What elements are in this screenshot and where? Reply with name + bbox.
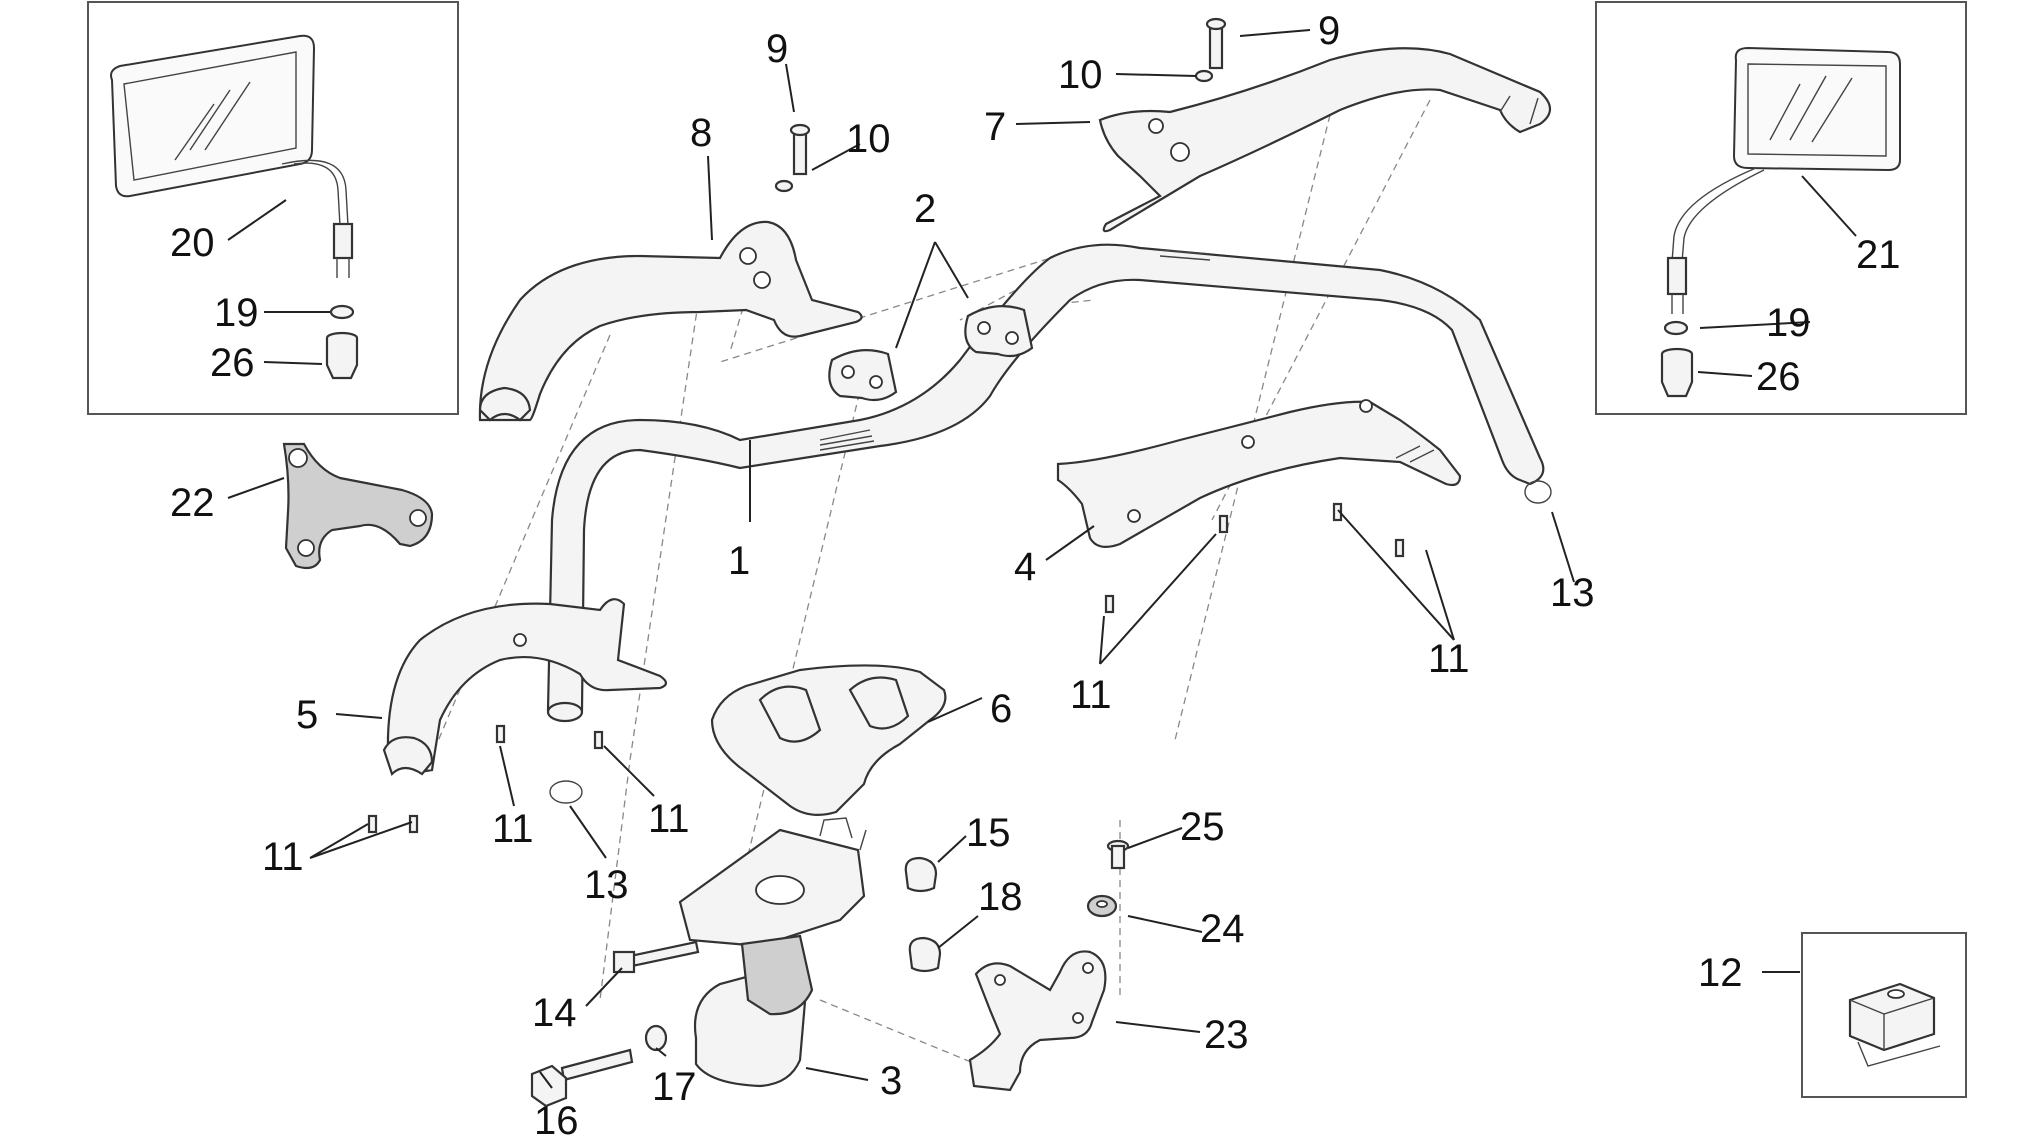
callout-11-middle: 11	[648, 797, 690, 841]
callout-23: 23	[1204, 1013, 1249, 1057]
upper-cover-left	[478, 220, 863, 422]
callout-2: 2	[914, 187, 936, 231]
lower-cover-right	[1056, 399, 1462, 549]
bracket-23	[968, 950, 1107, 1092]
screw-9-left	[789, 123, 811, 176]
screw-25	[1106, 839, 1130, 870]
small-screws-11	[367, 502, 1405, 834]
callout-19-right: 19	[1766, 301, 1811, 345]
bracket-22	[282, 442, 434, 570]
o-ring-13-left	[549, 780, 583, 804]
callout-19-left: 19	[214, 291, 259, 335]
callout-25: 25	[1180, 805, 1225, 849]
callout-3: 3	[880, 1059, 902, 1103]
washer-17	[644, 1024, 668, 1052]
lower-cover-left	[382, 598, 668, 777]
callout-9-right: 9	[1318, 9, 1340, 53]
washer-10-right	[1194, 69, 1214, 83]
callout-9-left: 9	[766, 27, 788, 71]
callout-13-right: 13	[1550, 571, 1595, 615]
callout-4: 4	[1014, 545, 1036, 589]
callout-22: 22	[170, 481, 215, 525]
mirror-box-left	[87, 1, 459, 415]
nut-24	[1086, 894, 1118, 918]
callout-20: 20	[170, 221, 215, 265]
callout-labels: 1 2 3 4 5 6 7 8 9 9 10 10 11 11 11 11 11…	[170, 9, 1901, 1138]
switch-housing	[710, 664, 947, 817]
mirror-box-right	[1595, 1, 1967, 415]
washer-10-left	[774, 179, 794, 193]
clamp-left	[828, 349, 898, 402]
riser-base	[678, 817, 867, 1088]
clamp-right	[964, 305, 1034, 358]
clip-nut-box	[1801, 932, 1967, 1098]
callout-5: 5	[296, 693, 318, 737]
callout-26-right: 26	[1756, 355, 1801, 399]
mirror-left	[110, 34, 354, 278]
bolt-16	[530, 1048, 634, 1108]
callout-8: 8	[690, 111, 712, 155]
bushing-18	[908, 936, 942, 973]
callout-14: 14	[532, 991, 577, 1035]
callout-17: 17	[652, 1065, 697, 1109]
callout-24: 24	[1200, 907, 1245, 951]
screw-9-right	[1205, 17, 1227, 70]
callout-11-middle-left: 11	[492, 807, 534, 851]
bolt-14	[612, 940, 700, 974]
callout-10-left: 10	[846, 117, 891, 161]
mirror-right	[1666, 46, 1901, 314]
callout-7: 7	[984, 105, 1006, 149]
cap-26-left	[325, 331, 359, 380]
callout-21: 21	[1856, 233, 1901, 277]
callout-12: 12	[1698, 951, 1743, 995]
callout-1: 1	[728, 539, 750, 583]
o-ring-13-right	[1524, 480, 1552, 504]
callout-18: 18	[978, 875, 1023, 919]
callout-13-left: 13	[584, 863, 629, 907]
callout-6: 6	[990, 687, 1012, 731]
callout-10-right: 10	[1058, 53, 1103, 97]
handlebar-tube	[546, 243, 1545, 723]
washer-19-right	[1663, 320, 1689, 336]
callout-26-left: 26	[210, 341, 255, 385]
callout-11-bottom-left: 11	[262, 835, 304, 879]
callout-11-center-right: 11	[1070, 673, 1112, 717]
cap-26-right	[1660, 347, 1694, 398]
callout-15: 15	[966, 811, 1011, 855]
leader-lines	[227, 29, 1857, 1089]
upper-cover-right	[1098, 47, 1552, 233]
bushing-15	[904, 856, 938, 893]
callout-16: 16	[534, 1099, 579, 1138]
washer-19-left	[329, 304, 355, 320]
callout-11-far-right: 11	[1428, 637, 1470, 681]
